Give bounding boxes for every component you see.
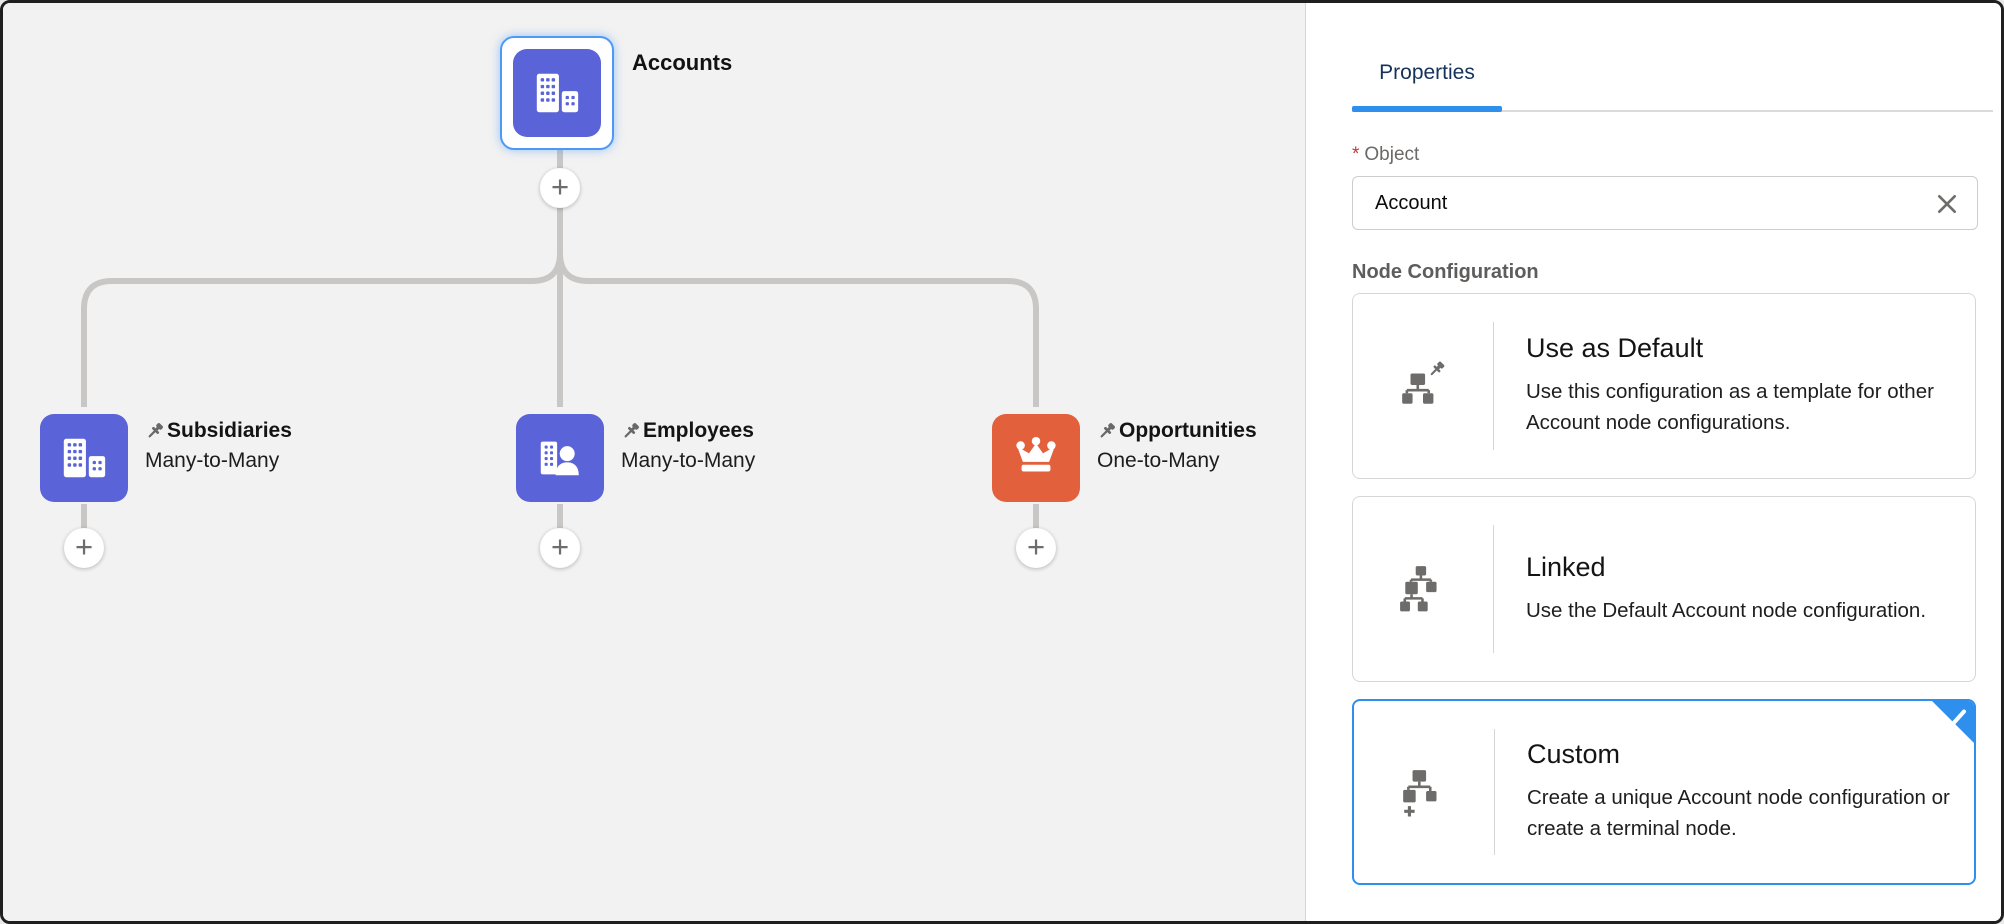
hierarchy-custom-icon <box>1403 770 1437 817</box>
plus-icon: + <box>550 529 570 564</box>
add-child-button-opportunities[interactable]: + <box>1016 528 1056 568</box>
node-opportunities-label: Opportunities One-to-Many <box>1097 419 1257 473</box>
option-icon-column <box>1354 701 1494 883</box>
option-text: Use as Default Use this configuration as… <box>1494 294 1975 478</box>
add-child-button-subsidiaries[interactable]: + <box>64 528 104 568</box>
option-card-linked[interactable]: Linked Use the Default Account node conf… <box>1352 496 1976 682</box>
x-icon <box>1937 194 1957 214</box>
option-title: Linked <box>1526 551 1606 582</box>
properties-panel: Properties *Object Node Configuration <box>1305 3 2001 921</box>
node-relationship: Many-to-Many <box>145 449 280 472</box>
option-title: Use as Default <box>1526 333 1704 364</box>
required-asterisk: * <box>1352 144 1360 165</box>
pin-icon <box>148 423 163 438</box>
hierarchy-linked-icon <box>1400 566 1437 612</box>
check-icon <box>1932 701 1974 743</box>
option-icon-column <box>1353 294 1493 478</box>
node-name: Opportunities <box>1119 419 1257 442</box>
add-child-button-employees[interactable]: + <box>540 528 580 568</box>
option-description: Use the Default Account node configurati… <box>1526 598 1927 622</box>
option-description: Use this configuration as a template for… <box>1526 380 1934 434</box>
option-text: Custom Create a unique Account node conf… <box>1495 701 1974 883</box>
node-accounts-tile[interactable] <box>513 49 601 137</box>
tab-properties[interactable]: Properties <box>1379 61 1475 84</box>
plus-icon: + <box>550 169 570 204</box>
node-employees[interactable] <box>516 414 604 502</box>
option-icon-column <box>1353 497 1493 681</box>
option-description: Create a unique Account node configurati… <box>1527 786 1950 840</box>
object-input[interactable] <box>1352 176 1978 230</box>
buildings-icon <box>536 73 579 113</box>
pin-icon <box>624 423 639 438</box>
option-divider <box>1493 322 1494 450</box>
node-configuration-heading: Node Configuration <box>1352 261 1539 283</box>
node-subsidiaries-label: Subsidiaries Many-to-Many <box>145 419 292 473</box>
crown-icon <box>1016 436 1056 472</box>
node-relationship: Many-to-Many <box>621 449 756 472</box>
option-card-use-as-default[interactable]: Use as Default Use this configuration as… <box>1352 293 1976 479</box>
building-person-icon <box>540 441 579 476</box>
node-subsidiaries[interactable] <box>40 414 128 502</box>
node-name: Employees <box>643 419 754 442</box>
plus-icon: + <box>74 529 94 564</box>
object-field-label: *Object <box>1352 144 1420 165</box>
connector-lines <box>81 148 1039 535</box>
option-divider <box>1493 525 1494 653</box>
node-opportunities[interactable] <box>992 414 1080 502</box>
add-child-button-accounts[interactable]: + <box>540 168 580 208</box>
node-name: Subsidiaries <box>167 419 292 442</box>
option-card-custom[interactable]: Custom Create a unique Account node conf… <box>1352 699 1976 885</box>
pin-icon <box>1100 423 1115 438</box>
tab-divider <box>1352 110 1993 112</box>
node-employees-label: Employees Many-to-Many <box>621 419 755 473</box>
plus-icon: + <box>1026 529 1046 564</box>
option-divider <box>1494 729 1495 855</box>
node-configuration-options: Use as Default Use this configuration as… <box>1352 293 1976 885</box>
node-relationship: One-to-Many <box>1097 449 1220 472</box>
node-accounts-label: Accounts <box>632 50 733 75</box>
active-tab-indicator <box>1352 106 1502 112</box>
option-text: Linked Use the Default Account node conf… <box>1494 497 1975 681</box>
buildings-icon <box>63 438 106 478</box>
option-title: Custom <box>1527 739 1621 770</box>
clear-object-button[interactable] <box>1934 191 1960 217</box>
graph-canvas[interactable]: Accounts + <box>3 3 1305 921</box>
hierarchy-default-icon <box>1402 361 1445 404</box>
node-accounts[interactable] <box>500 36 614 150</box>
